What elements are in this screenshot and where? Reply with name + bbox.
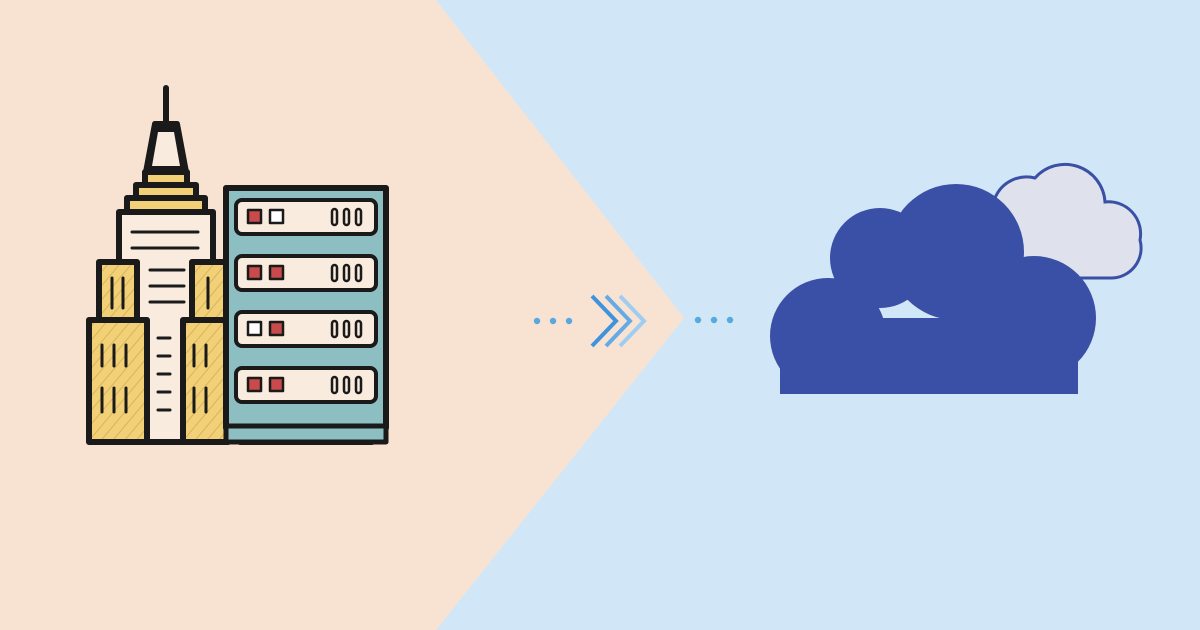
chevron-icon [604,294,633,348]
vent-slot [330,375,339,395]
vent-slot [354,375,363,395]
connector-dot [694,316,702,324]
status-light-icon [246,208,263,225]
status-light-icon [268,208,285,225]
office-building-with-server-rack-icon [86,85,389,445]
vent-slot [330,207,339,227]
vent-slot [354,207,363,227]
vent-slot [342,319,351,339]
vent-slot [342,375,351,395]
tower-windows [130,230,200,412]
status-light-icon [246,264,263,281]
server-unit [234,198,378,236]
dotted-triple-chevron-arrow-icon [533,294,734,348]
front-cloud [770,184,1096,394]
connector-dot [565,317,573,325]
vent-slot [342,207,351,227]
status-light-icon [268,320,285,337]
vent-slot [330,263,339,283]
cloud-icon [770,162,1143,394]
server-unit [234,366,378,404]
status-light-icon [268,376,285,393]
left-wing-base [86,317,150,445]
server-unit [234,254,378,292]
vent-slot [354,319,363,339]
vent-slot [330,319,339,339]
chevron-icon [590,294,619,348]
connector-dot [549,317,557,325]
connector-dot [726,316,734,324]
right-wing-base [180,317,231,445]
connector-dot [533,317,541,325]
chevron-icon [618,294,647,348]
status-light-icon [246,376,263,393]
server-unit [234,310,378,348]
status-light-icon [246,320,263,337]
server-units [234,198,378,404]
vent-slot [342,263,351,283]
status-light-icon [268,264,285,281]
connector-dot [710,316,718,324]
vent-slot [354,263,363,283]
